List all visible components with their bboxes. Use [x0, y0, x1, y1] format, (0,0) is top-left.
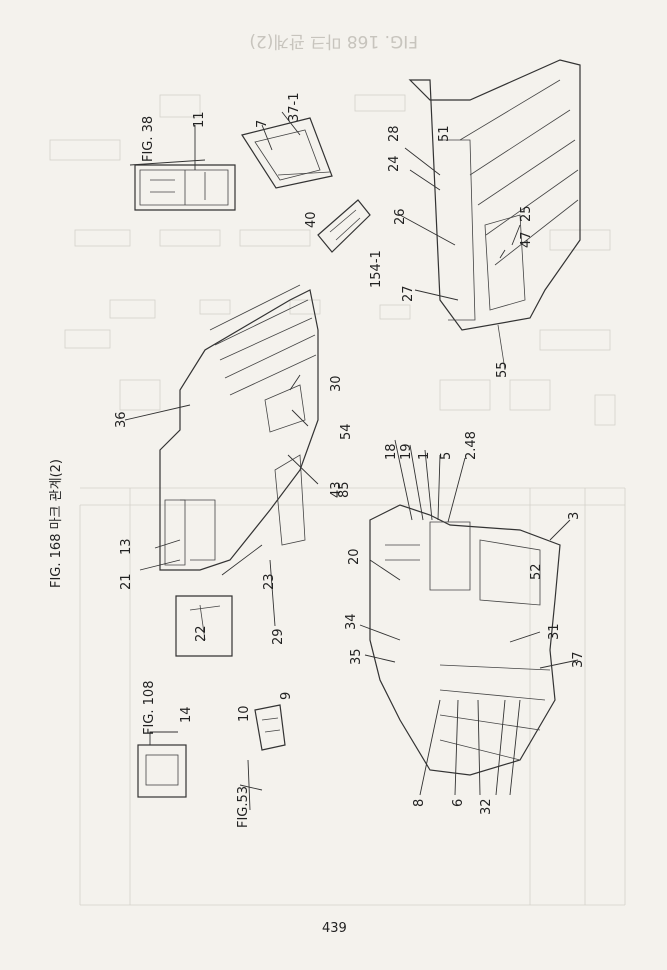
callout-40: 40	[304, 211, 319, 228]
callout-36: 36	[114, 411, 129, 428]
fig108-ref: FIG. 108	[142, 681, 157, 735]
lower-right-cab	[359, 439, 579, 796]
fig38-ref: FIG. 38	[141, 116, 156, 162]
callout-35: 35	[349, 648, 364, 665]
callout-14: 14	[179, 706, 194, 723]
lower-left-parts	[137, 704, 286, 811]
callout-19: 19	[399, 443, 414, 460]
callout-6: 6	[451, 799, 466, 807]
upper-right-cab	[399, 59, 581, 371]
callout-5: 5	[439, 452, 454, 460]
callout-51: 51	[437, 125, 452, 142]
callout-30: 30	[329, 375, 344, 392]
callout-3: 3	[567, 512, 582, 520]
callout-13: 13	[119, 538, 134, 555]
callout-labels: 11 7 37-1 28 51 24 40 154-1 26 25 47 27 …	[114, 92, 586, 815]
callout-28: 28	[387, 125, 402, 142]
callout-11: 11	[192, 111, 207, 128]
callout-31: 31	[547, 623, 562, 640]
callout-52: 52	[529, 563, 544, 580]
callout-43: 43	[329, 481, 344, 498]
callout-26: 26	[393, 208, 408, 225]
callout-32: 32	[479, 798, 494, 815]
callout-22: 22	[194, 625, 209, 642]
callout-85: 85	[337, 481, 352, 498]
callout-7: 7	[255, 120, 270, 128]
callout-34: 34	[344, 613, 359, 630]
page-title: FIG. 168 마크 관계(2)	[49, 459, 64, 588]
badge-40-154	[317, 199, 371, 253]
callout-29: 29	[271, 628, 286, 645]
fig53-ref: FIG.53	[236, 786, 251, 828]
callout-154-1: 154-1	[369, 250, 384, 288]
callout-54: 54	[339, 423, 354, 440]
callout-47: 47	[519, 231, 534, 248]
callout-18: 18	[384, 443, 399, 460]
bleed-through-boxes	[49, 94, 616, 426]
page-number: 439	[322, 921, 347, 936]
middle-left-cab	[124, 284, 319, 657]
callout-9: 9	[279, 692, 294, 700]
callout-27: 27	[401, 285, 416, 302]
callout-8: 8	[412, 799, 427, 807]
callout-24: 24	[387, 155, 402, 172]
callout-10: 10	[237, 705, 252, 722]
bleed-through-table	[79, 487, 626, 906]
ghost-title: FIG. 168 마크 관계(2)	[249, 31, 418, 51]
callout-55: 55	[495, 361, 510, 378]
callout-20: 20	[347, 548, 362, 565]
callout-37-1: 37-1	[287, 92, 302, 122]
callout-2-48: 2.48	[464, 431, 479, 460]
callout-1: 1	[417, 452, 432, 460]
callout-23: 23	[262, 573, 277, 590]
callout-37: 37	[571, 651, 586, 668]
callout-21: 21	[119, 573, 134, 590]
upper-left-emblem-group	[129, 111, 333, 211]
callout-25: 25	[519, 205, 534, 222]
